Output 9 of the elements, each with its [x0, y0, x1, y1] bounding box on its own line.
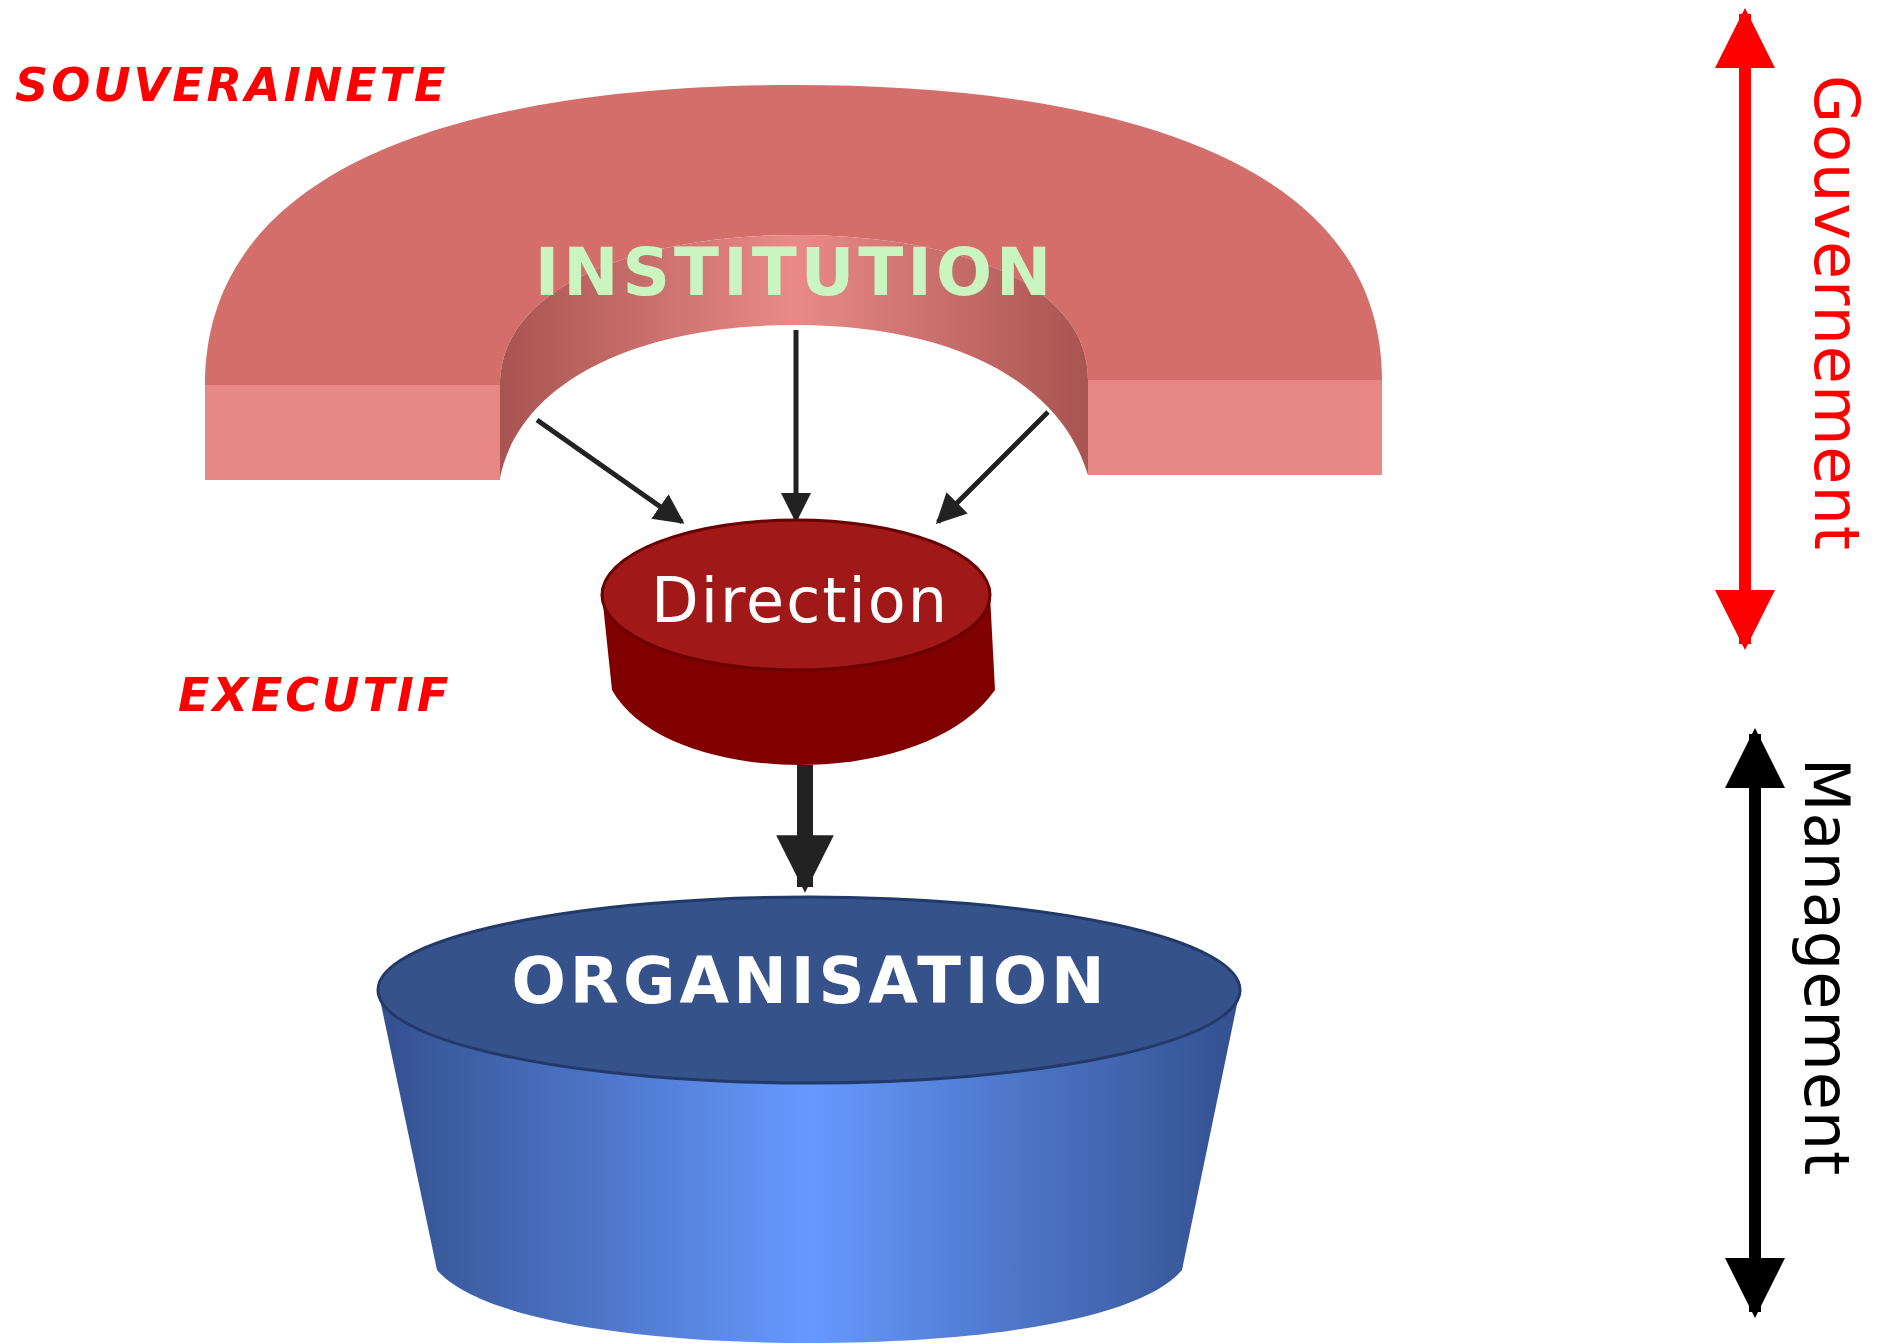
node-label: Direction — [650, 565, 950, 637]
node-label: ORGANISATION — [511, 945, 1109, 1019]
arrow — [535, 417, 685, 525]
range-label: Gouvernement — [1805, 75, 1867, 552]
node-label: INSTITUTION — [534, 235, 1056, 311]
arrow — [776, 765, 834, 893]
level-label: SOUVERAINETE — [15, 62, 449, 108]
level-label: EXECUTIF — [178, 672, 452, 718]
arrow — [935, 410, 1050, 525]
